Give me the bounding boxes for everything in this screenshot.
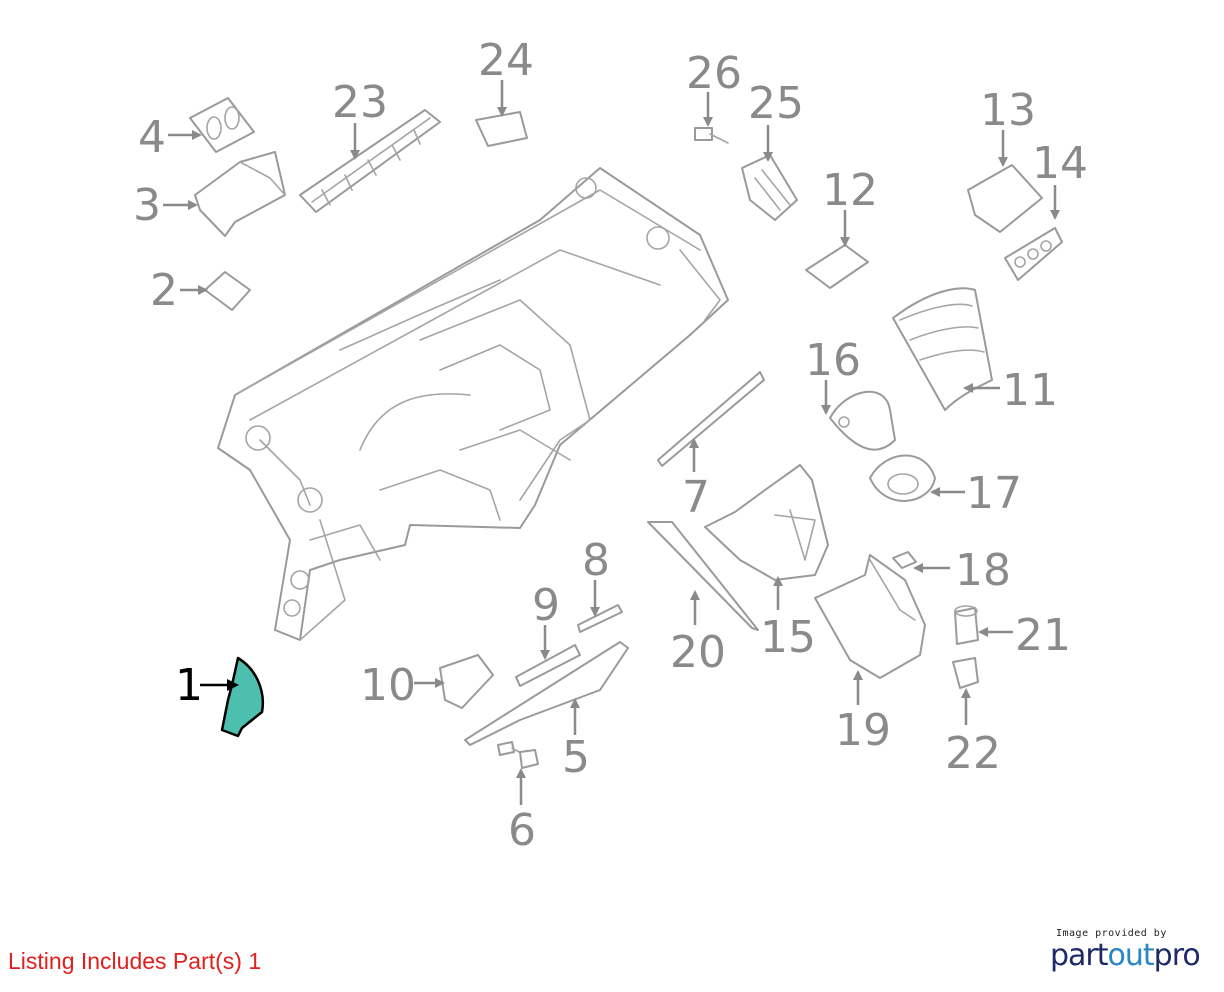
- callout-4: 4: [138, 112, 166, 163]
- callout-17: 17: [966, 468, 1022, 519]
- highlighted-part-1: [220, 656, 265, 738]
- callout-11: 11: [1002, 365, 1058, 416]
- callout-18: 18: [955, 545, 1011, 596]
- callout-24: 24: [478, 35, 534, 86]
- brand-name: partoutpro: [1050, 938, 1201, 973]
- callout-5: 5: [562, 732, 590, 783]
- callout-labels: 1 2 3 4 5 6 7 8 9 10 11 12 13 14 15 16 1…: [133, 35, 1088, 856]
- callout-8: 8: [582, 535, 610, 586]
- callout-14: 14: [1032, 138, 1088, 189]
- callout-6: 6: [508, 805, 536, 856]
- listing-note: Listing Includes Part(s) 1: [8, 948, 262, 974]
- callout-22: 22: [945, 728, 1001, 779]
- callout-26: 26: [686, 48, 742, 99]
- callout-25: 25: [748, 78, 804, 129]
- callout-23: 23: [332, 77, 388, 128]
- callout-21: 21: [1015, 610, 1071, 661]
- callout-13: 13: [980, 85, 1036, 136]
- callout-15: 15: [760, 612, 816, 663]
- instrument-panel-drawing: [217, 167, 729, 641]
- callout-2: 2: [150, 265, 178, 316]
- callout-10: 10: [360, 660, 416, 711]
- callout-16: 16: [805, 335, 861, 386]
- brand-name-out: out: [1107, 938, 1155, 973]
- callout-12: 12: [822, 165, 878, 216]
- image-provided-by-text: Image provided by: [1056, 928, 1167, 939]
- callout-20: 20: [670, 627, 726, 678]
- leader-arrows: [163, 80, 1060, 805]
- callout-9: 9: [532, 580, 560, 631]
- callout-3: 3: [133, 180, 161, 231]
- component-drawings: [189, 97, 1063, 769]
- callout-7: 7: [682, 472, 710, 523]
- callout-19: 19: [835, 705, 891, 756]
- callout-1: 1: [175, 660, 203, 711]
- partoutpro-logo: Image provided by partoutpro: [1050, 928, 1210, 973]
- brand-name-part: part: [1050, 938, 1109, 973]
- brand-name-pro: pro: [1153, 938, 1201, 973]
